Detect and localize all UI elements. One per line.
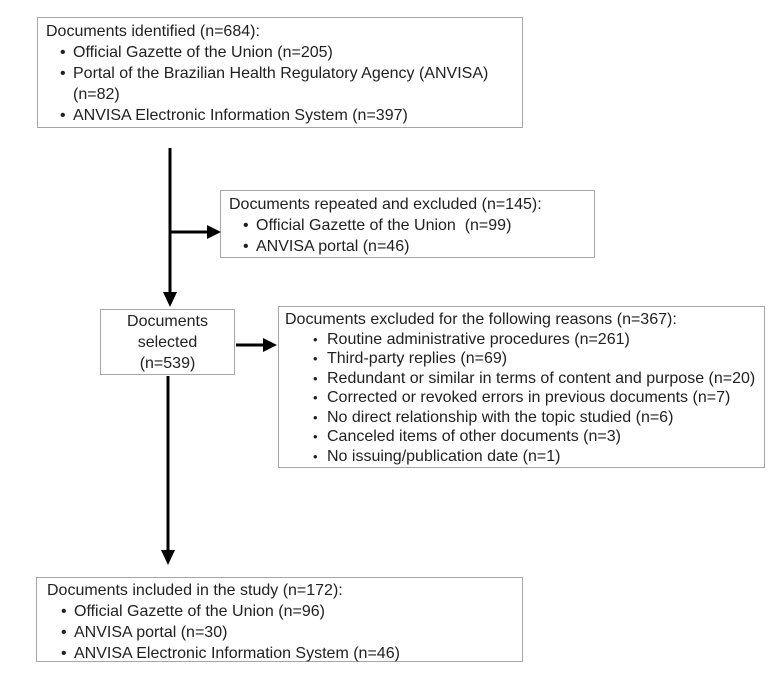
- documents-identified-list: Official Gazette of the Union (n=205)Por…: [46, 42, 514, 126]
- bullet-item: Official Gazette of the Union (n=99): [229, 215, 586, 236]
- bullet-item: ANVISA Electronic Information System (n=…: [47, 643, 512, 664]
- bullet-item: ANVISA Electronic Information System (n=…: [46, 105, 514, 126]
- bullet-item: No issuing/publication date (n=1): [285, 447, 758, 467]
- box-title-documents-selected: Documents selected (n=539): [127, 312, 213, 372]
- bullet-item: Official Gazette of the Union (n=205): [46, 42, 514, 63]
- arrow-down-identified-to-selected-icon: [163, 148, 177, 307]
- bullet-item: Routine administrative procedures (n=261…: [285, 330, 758, 350]
- bullet-item: Corrected or revoked errors in previous …: [285, 388, 758, 408]
- flow-box-documents-identified: Documents identified (n=684): Official G…: [37, 17, 523, 128]
- documents-excluded-reasons-list: Routine administrative procedures (n=261…: [285, 330, 758, 467]
- bullet-item: Redundant or similar in terms of content…: [285, 369, 758, 389]
- bullet-item: ANVISA portal (n=30): [47, 622, 512, 643]
- bullet-item: ANVISA portal (n=46): [229, 236, 586, 257]
- box-title-documents-repeated-excluded: Documents repeated and excluded (n=145):: [229, 196, 542, 213]
- arrow-down-selected-to-included-icon: [161, 376, 175, 565]
- flow-box-documents-excluded-reasons: Documents excluded for the following rea…: [278, 306, 765, 468]
- documents-included-list: Official Gazette of the Union (n=96)ANVI…: [47, 601, 512, 664]
- flow-box-documents-selected: Documents selected (n=539): [100, 309, 235, 375]
- documents-repeated-excluded-list: Official Gazette of the Union (n=99)ANVI…: [229, 215, 586, 257]
- box-title-documents-identified: Documents identified (n=684):: [46, 23, 260, 40]
- flow-box-documents-repeated-excluded: Documents repeated and excluded (n=145):…: [220, 190, 595, 258]
- bullet-item: Official Gazette of the Union (n=96): [47, 601, 512, 622]
- bullet-item: Third-party replies (n=69): [285, 349, 758, 369]
- arrow-right-selected-to-excluded-icon: [236, 338, 277, 352]
- box-title-documents-included: Documents included in the study (n=172):: [47, 582, 343, 599]
- flow-box-documents-included: Documents included in the study (n=172):…: [36, 577, 523, 664]
- box-title-documents-excluded-reasons: Documents excluded for the following rea…: [285, 311, 677, 328]
- bullet-item: No direct relationship with the topic st…: [285, 408, 758, 428]
- bullet-item: Canceled items of other documents (n=3): [285, 427, 758, 447]
- bullet-item: Portal of the Brazilian Health Regulator…: [46, 63, 514, 105]
- arrow-right-to-repeated-excluded-icon: [170, 225, 221, 239]
